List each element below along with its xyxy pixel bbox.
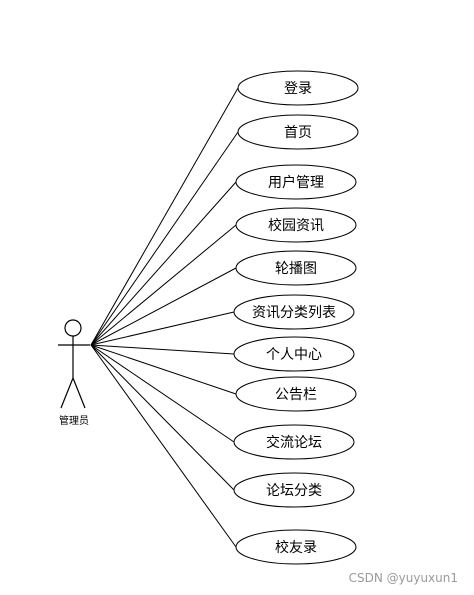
- watermark: CSDN @yuyuxun1: [348, 571, 458, 585]
- use-case-label: 校友录: [275, 539, 317, 556]
- use-case-ellipse: [233, 294, 355, 330]
- association-line: [90, 344, 237, 395]
- use-case: 资讯分类列表: [233, 294, 355, 330]
- use-case-ellipse: [235, 529, 357, 565]
- use-case: 个人中心: [233, 336, 355, 372]
- association-line: [90, 344, 235, 491]
- use-case-label: 资讯分类列表: [252, 305, 336, 321]
- use-case-ellipse: [235, 164, 357, 200]
- use-case: 登录: [237, 70, 359, 106]
- use-case-label: 登录: [284, 81, 312, 97]
- actor-label: 管理员: [59, 414, 89, 427]
- use-case: 轮播图: [235, 250, 357, 286]
- association-line: [90, 344, 237, 548]
- use-case-label: 论坛分类: [266, 483, 322, 499]
- actor: 管理员: [58, 319, 90, 427]
- use-case: 校园资讯: [235, 207, 357, 243]
- use-case-label: 个人中心: [266, 347, 322, 363]
- use-case-label: 交流论坛: [266, 434, 322, 451]
- association-line: [90, 344, 235, 355]
- use-case-label: 首页: [284, 125, 312, 141]
- use-case-ellipse: [233, 424, 355, 460]
- use-case-ellipse: [233, 472, 355, 508]
- association-line: [90, 311, 235, 346]
- use-case-ellipse: [235, 376, 357, 412]
- use-case-ellipse: [235, 250, 357, 286]
- association-line: [90, 87, 239, 346]
- use-case: 校友录: [235, 529, 357, 565]
- use-case-label: 公告栏: [275, 387, 317, 403]
- association-line: [90, 181, 237, 346]
- use-case-ellipse: [237, 114, 359, 150]
- use-case-ellipse: [233, 336, 355, 372]
- use-case: 公告栏: [235, 376, 357, 412]
- association-line: [90, 267, 237, 346]
- use-case-ellipse: [235, 207, 357, 243]
- use-case-label: 轮播图: [275, 261, 317, 277]
- association-line: [90, 224, 237, 346]
- association-lines: [90, 87, 239, 548]
- actor-head: [64, 319, 82, 337]
- use-case: 首页: [237, 114, 359, 150]
- actor-left-leg: [60, 377, 74, 409]
- association-line: [90, 344, 235, 443]
- use-case: 交流论坛: [233, 424, 355, 460]
- use-case: 用户管理: [235, 164, 357, 200]
- use-case: 论坛分类: [233, 472, 355, 508]
- actor-right-leg: [72, 377, 86, 409]
- use-case-ellipse: [237, 70, 359, 106]
- association-line: [90, 131, 239, 346]
- use-case-label: 校园资讯: [268, 217, 324, 234]
- use-case-label: 用户管理: [268, 174, 324, 191]
